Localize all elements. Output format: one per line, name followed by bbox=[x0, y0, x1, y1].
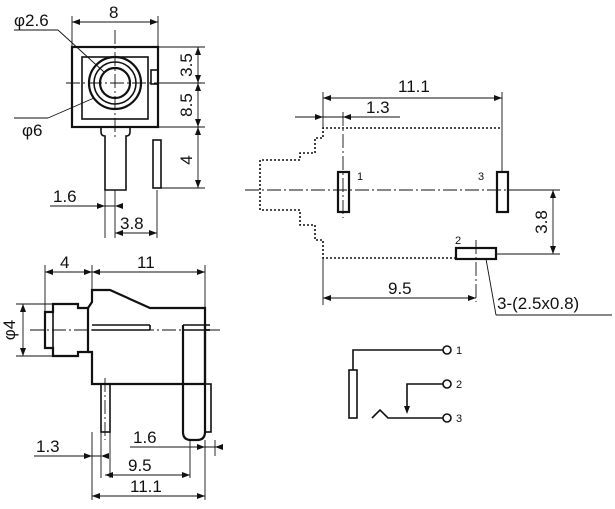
side-view: 4 11 φ4 1.3 1.6 9.5 11.1 bbox=[0, 253, 223, 500]
pad-2-label: 2 bbox=[455, 235, 461, 247]
front-view: 8 φ2.6 φ6 3.5 8.5 4 1.6 3.8 bbox=[14, 3, 205, 238]
pcb-vertical-label: 3.8 bbox=[532, 210, 551, 234]
front-outer-label: φ6 bbox=[22, 121, 42, 140]
side-nose-length-label: 4 bbox=[60, 253, 69, 272]
schematic-terminal-2-label: 2 bbox=[456, 379, 462, 391]
schematic-terminal-3 bbox=[442, 413, 452, 423]
front-pin-spacing-label: 3.8 bbox=[120, 214, 144, 233]
side-left-pin bbox=[100, 383, 111, 433]
side-body bbox=[87, 288, 207, 386]
side-bent-pin bbox=[181, 325, 207, 442]
side-pin-width-label: 1.6 bbox=[133, 428, 157, 447]
side-overall-label: 11.1 bbox=[130, 477, 162, 496]
schematic-sleeve bbox=[348, 369, 358, 419]
pcb-layout: 11.1 1.3 3.8 9.5 3-(2.5x0.8) 1 2 3 bbox=[245, 77, 612, 316]
side-nose-diameter-label: φ4 bbox=[0, 320, 19, 340]
pad-1-label: 1 bbox=[357, 171, 363, 183]
front-right-pin bbox=[152, 139, 162, 189]
schematic-terminal-3-label: 3 bbox=[456, 413, 462, 425]
front-width-label: 8 bbox=[109, 3, 118, 22]
pcb-total-label: 11.1 bbox=[398, 77, 430, 96]
pcb-pad-note: 3-(2.5x0.8) bbox=[497, 294, 579, 313]
schematic-terminal-2 bbox=[442, 379, 452, 389]
side-body-length-label: 11 bbox=[137, 253, 155, 272]
side-pin-offset-label: 1.3 bbox=[36, 437, 60, 456]
pad-1 bbox=[336, 170, 351, 214]
front-pin-offset-label: 1.6 bbox=[53, 187, 77, 206]
pcb-bottom-label: 9.5 bbox=[388, 279, 412, 298]
front-hole-label: φ2.6 bbox=[14, 11, 49, 30]
schematic-terminal-1-label: 1 bbox=[456, 345, 462, 357]
front-upper-height-label: 3.5 bbox=[177, 53, 196, 77]
schematic-terminal-1 bbox=[442, 345, 452, 355]
front-middle-height-label: 8.5 bbox=[177, 93, 196, 117]
pcb-left-label: 1.3 bbox=[366, 98, 390, 117]
front-center-pin bbox=[100, 127, 131, 191]
schematic: 1 2 3 bbox=[348, 345, 462, 425]
pad-3-label: 3 bbox=[478, 171, 484, 183]
side-pin-span-label: 9.5 bbox=[128, 456, 152, 475]
front-pin-height-label: 4 bbox=[177, 155, 196, 164]
pad-3 bbox=[495, 170, 510, 214]
pcb-outline bbox=[259, 127, 500, 259]
